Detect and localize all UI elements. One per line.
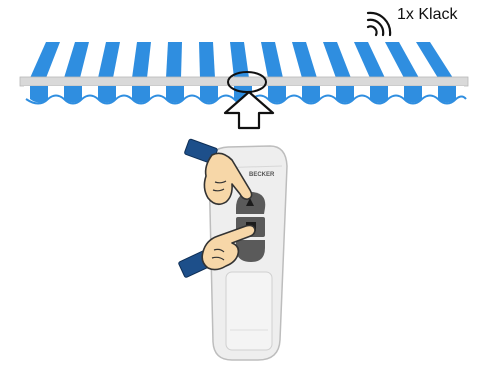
remote-lower-panel — [226, 272, 272, 350]
click-count-label: 1x Klack — [397, 6, 457, 24]
remote-down-button — [236, 240, 265, 262]
awning-front-bar — [20, 77, 468, 86]
sound-waves-icon — [368, 13, 390, 35]
remote-brand: BECKER — [249, 172, 275, 178]
